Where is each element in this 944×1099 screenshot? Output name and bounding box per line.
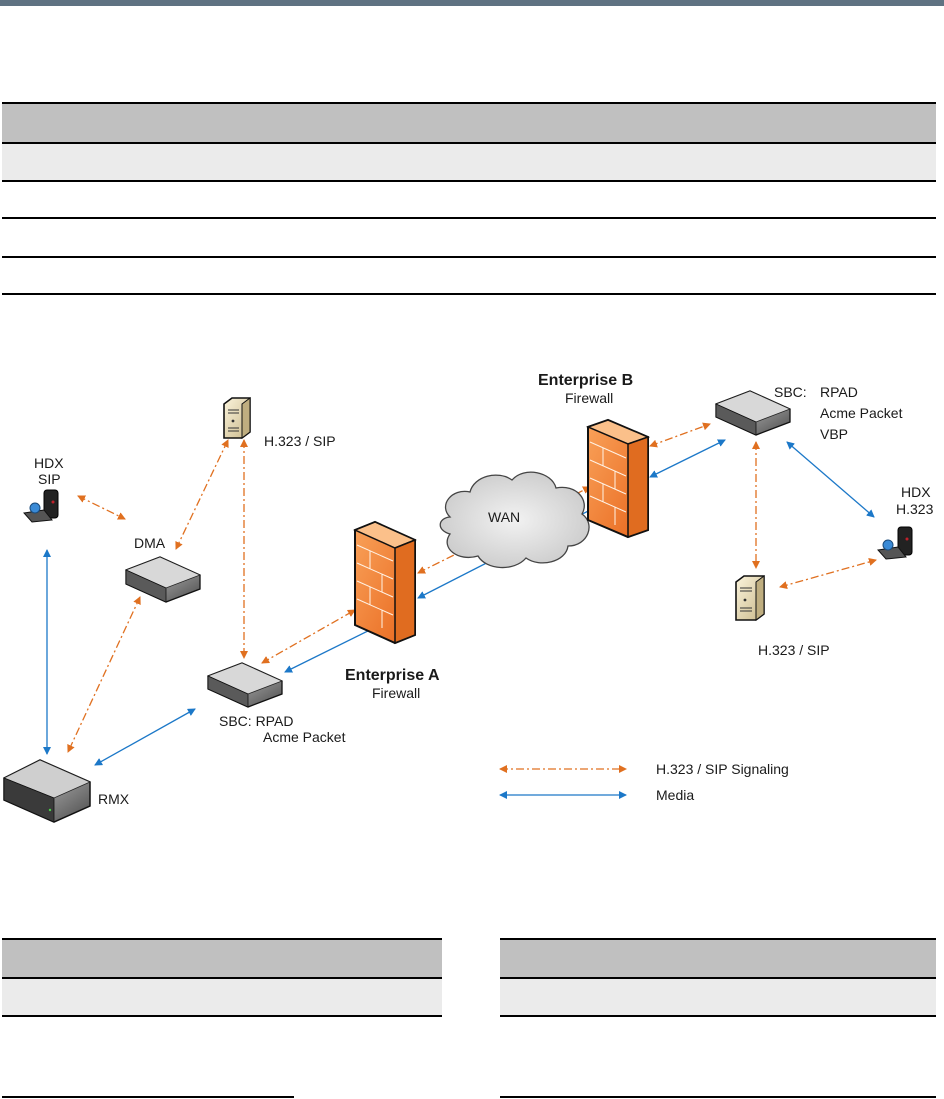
firewall-a-icon (353, 520, 417, 645)
table-row (2, 219, 936, 256)
server-b-label: H.323 / SIP (758, 642, 830, 658)
wan-cloud-icon (439, 471, 590, 569)
wan-label: WAN (488, 509, 520, 525)
media-links (43, 439, 875, 766)
table-row (2, 258, 936, 294)
bottom-left-table (2, 938, 442, 1098)
table-rule (2, 142, 936, 144)
table-rule (500, 977, 936, 979)
hdx-h323-line1: HDX (901, 484, 931, 500)
table-row (2, 144, 936, 180)
table-rule (2, 293, 936, 295)
rmx-label: RMX (98, 791, 130, 807)
firewall-a-title: Enterprise A (345, 667, 440, 684)
legend-signaling-label: H.323 / SIP Signaling (656, 761, 789, 777)
header-bar (0, 0, 944, 6)
table-rule (500, 1015, 936, 1017)
link-dma-rmx (67, 596, 141, 753)
firewall-b-icon (585, 418, 651, 539)
sbc-b-line2: Acme Packet (820, 405, 903, 421)
table-rule (500, 938, 936, 940)
table-rule (2, 1015, 442, 1017)
top-table (2, 102, 936, 295)
sbc-b-icon (714, 390, 792, 436)
sbc-b-line1: RPAD (820, 384, 858, 400)
link-dma-server-a (175, 439, 229, 550)
table-rule (2, 977, 442, 979)
rmx-icon (3, 759, 91, 823)
hdx-h323-icon (877, 526, 913, 560)
hdx-sip-line1: HDX (34, 455, 64, 471)
table-rule (2, 938, 442, 940)
table-rule (2, 180, 936, 182)
firewall-a-subtitle: Firewall (372, 685, 420, 701)
firewall-b-title: Enterprise B (538, 372, 633, 389)
hdx-sip-icon (23, 489, 59, 523)
legend: H.323 / SIP Signaling Media (499, 761, 789, 803)
table-rule (2, 256, 936, 258)
table-rule (2, 102, 936, 104)
table-header-row (2, 940, 442, 977)
legend-media-label: Media (656, 787, 694, 803)
table-rule (2, 217, 936, 219)
server-a-icon (223, 397, 251, 439)
dma-icon (124, 556, 202, 603)
table-rule (2, 1096, 294, 1098)
link-server-b-hdx-h323 (779, 558, 877, 589)
link-rmx-sbc-a (94, 708, 196, 766)
table-header-row (2, 104, 936, 142)
table-row (2, 182, 936, 218)
table-rule (500, 1096, 936, 1098)
table-header-row (500, 940, 936, 977)
network-diagram: WAN Enterprise A Firewall Enterprise B F… (3, 372, 934, 823)
link-hdx-dma (77, 495, 126, 520)
sbc-b-prefix: SBC: (774, 384, 807, 400)
link-sbc-a-fw-a (261, 609, 356, 664)
firewall-b-subtitle: Firewall (565, 390, 613, 406)
sbc-b-line3: VBP (820, 426, 848, 442)
server-b-icon (735, 575, 765, 621)
link-fw-b-sbc-b (649, 422, 711, 448)
sbc-a-line1: SBC: RPAD (219, 713, 293, 729)
link-sbc-b-hdx-h323 (786, 441, 875, 518)
dma-label: DMA (134, 535, 166, 551)
hdx-h323-line2: H.323 (896, 501, 934, 517)
bottom-right-table (500, 938, 936, 1098)
link-fw-b-sbc-b (649, 439, 726, 478)
server-a-label: H.323 / SIP (264, 433, 336, 449)
hdx-sip-line2: SIP (38, 471, 61, 487)
table-row (2, 979, 442, 1015)
table-row (500, 979, 936, 1015)
sbc-a-line2: Acme Packet (263, 729, 346, 745)
sbc-a-icon (206, 662, 284, 708)
